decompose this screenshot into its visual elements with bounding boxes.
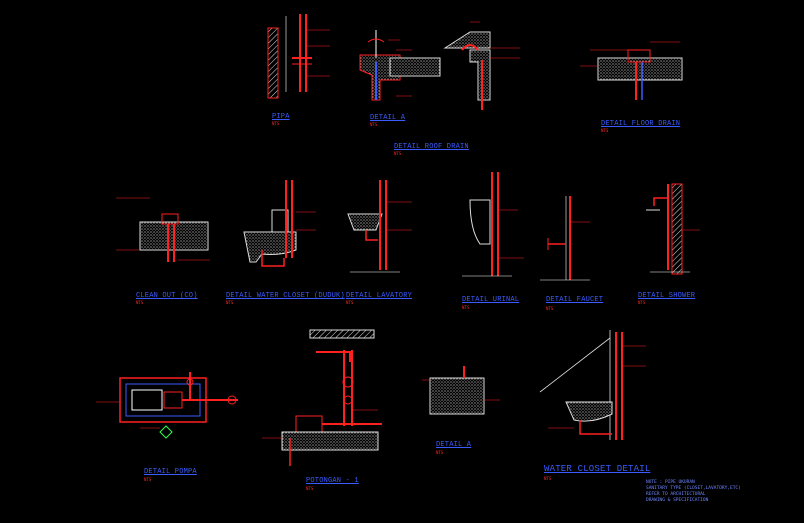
lavatory-scale: NTS <box>346 300 354 305</box>
pompa-title: DETAIL POMPA <box>144 468 197 476</box>
detail-a-pump-base <box>422 366 500 415</box>
clean-out-title: CLEAN OUT (CO) <box>136 292 198 300</box>
water-closet-duduk-scale: NTS <box>226 300 234 305</box>
detail-a-title: DETAIL A <box>370 114 406 122</box>
water-closet-scale: NTS <box>544 476 552 481</box>
note-line: DRAWING & SPECIFICATION <box>646 498 709 503</box>
faucet-scale: NTS <box>546 306 554 311</box>
water-closet-duduk-detail <box>243 180 316 267</box>
detail-a-scale: NTS <box>370 122 378 127</box>
detail-a2-scale: NTS <box>436 450 444 455</box>
urinal-title: DETAIL URINAL <box>462 296 520 304</box>
section-1-pump <box>262 329 382 466</box>
water-closet-title: WATER CLOSET DETAIL <box>544 464 651 474</box>
roof-drain-section <box>443 21 520 110</box>
lavatory-detail <box>347 180 412 273</box>
note-line: SANITARY TYPE (CLOSET,LAVATORY,ETC) <box>646 486 741 491</box>
pipe-title: PIPA <box>272 113 290 121</box>
water-closet-section-detail <box>539 330 646 440</box>
clean-out-scale: NTS <box>136 300 144 305</box>
pompa-scale: NTS <box>144 477 152 482</box>
shower-title: DETAIL SHOWER <box>638 292 696 300</box>
roof-drain-title: DETAIL ROOF DRAIN <box>394 143 469 151</box>
pump-plan-detail <box>96 372 238 439</box>
urinal-detail <box>462 172 524 277</box>
shower-scale: NTS <box>638 300 646 305</box>
note-line: NOTE : PIPE UKURAN <box>646 480 695 485</box>
floor-drain-title: DETAIL FLOOR DRAIN <box>601 120 681 128</box>
potongan-scale: NTS <box>306 486 314 491</box>
faucet-title: DETAIL FAUCET <box>546 296 604 304</box>
water-closet-duduk-title: DETAIL WATER CLOSET (DUDUK) <box>226 292 345 300</box>
urinal-scale: NTS <box>462 305 470 310</box>
detail-a2-title: DETAIL A <box>436 441 472 449</box>
pipe-wall-detail <box>267 14 330 99</box>
shower-detail <box>646 183 700 275</box>
general-notes: NOTE : PIPE UKURAN SANITARY TYPE (CLOSET… <box>646 480 741 504</box>
lavatory-title: DETAIL LAVATORY <box>346 292 413 300</box>
roof-drain-scale: NTS <box>394 151 402 156</box>
detail-a-roof-drain <box>359 30 441 101</box>
potongan-title: POTONGAN - 1 <box>306 477 359 485</box>
clean-out-detail <box>116 197 210 262</box>
note-line: REFER TO ARCHITECTURAL <box>646 492 706 497</box>
floor-drain-scale: NTS <box>601 128 609 133</box>
pipe-scale: NTS <box>272 121 280 126</box>
floor-drain-section <box>580 41 683 100</box>
faucet-detail <box>540 196 590 281</box>
